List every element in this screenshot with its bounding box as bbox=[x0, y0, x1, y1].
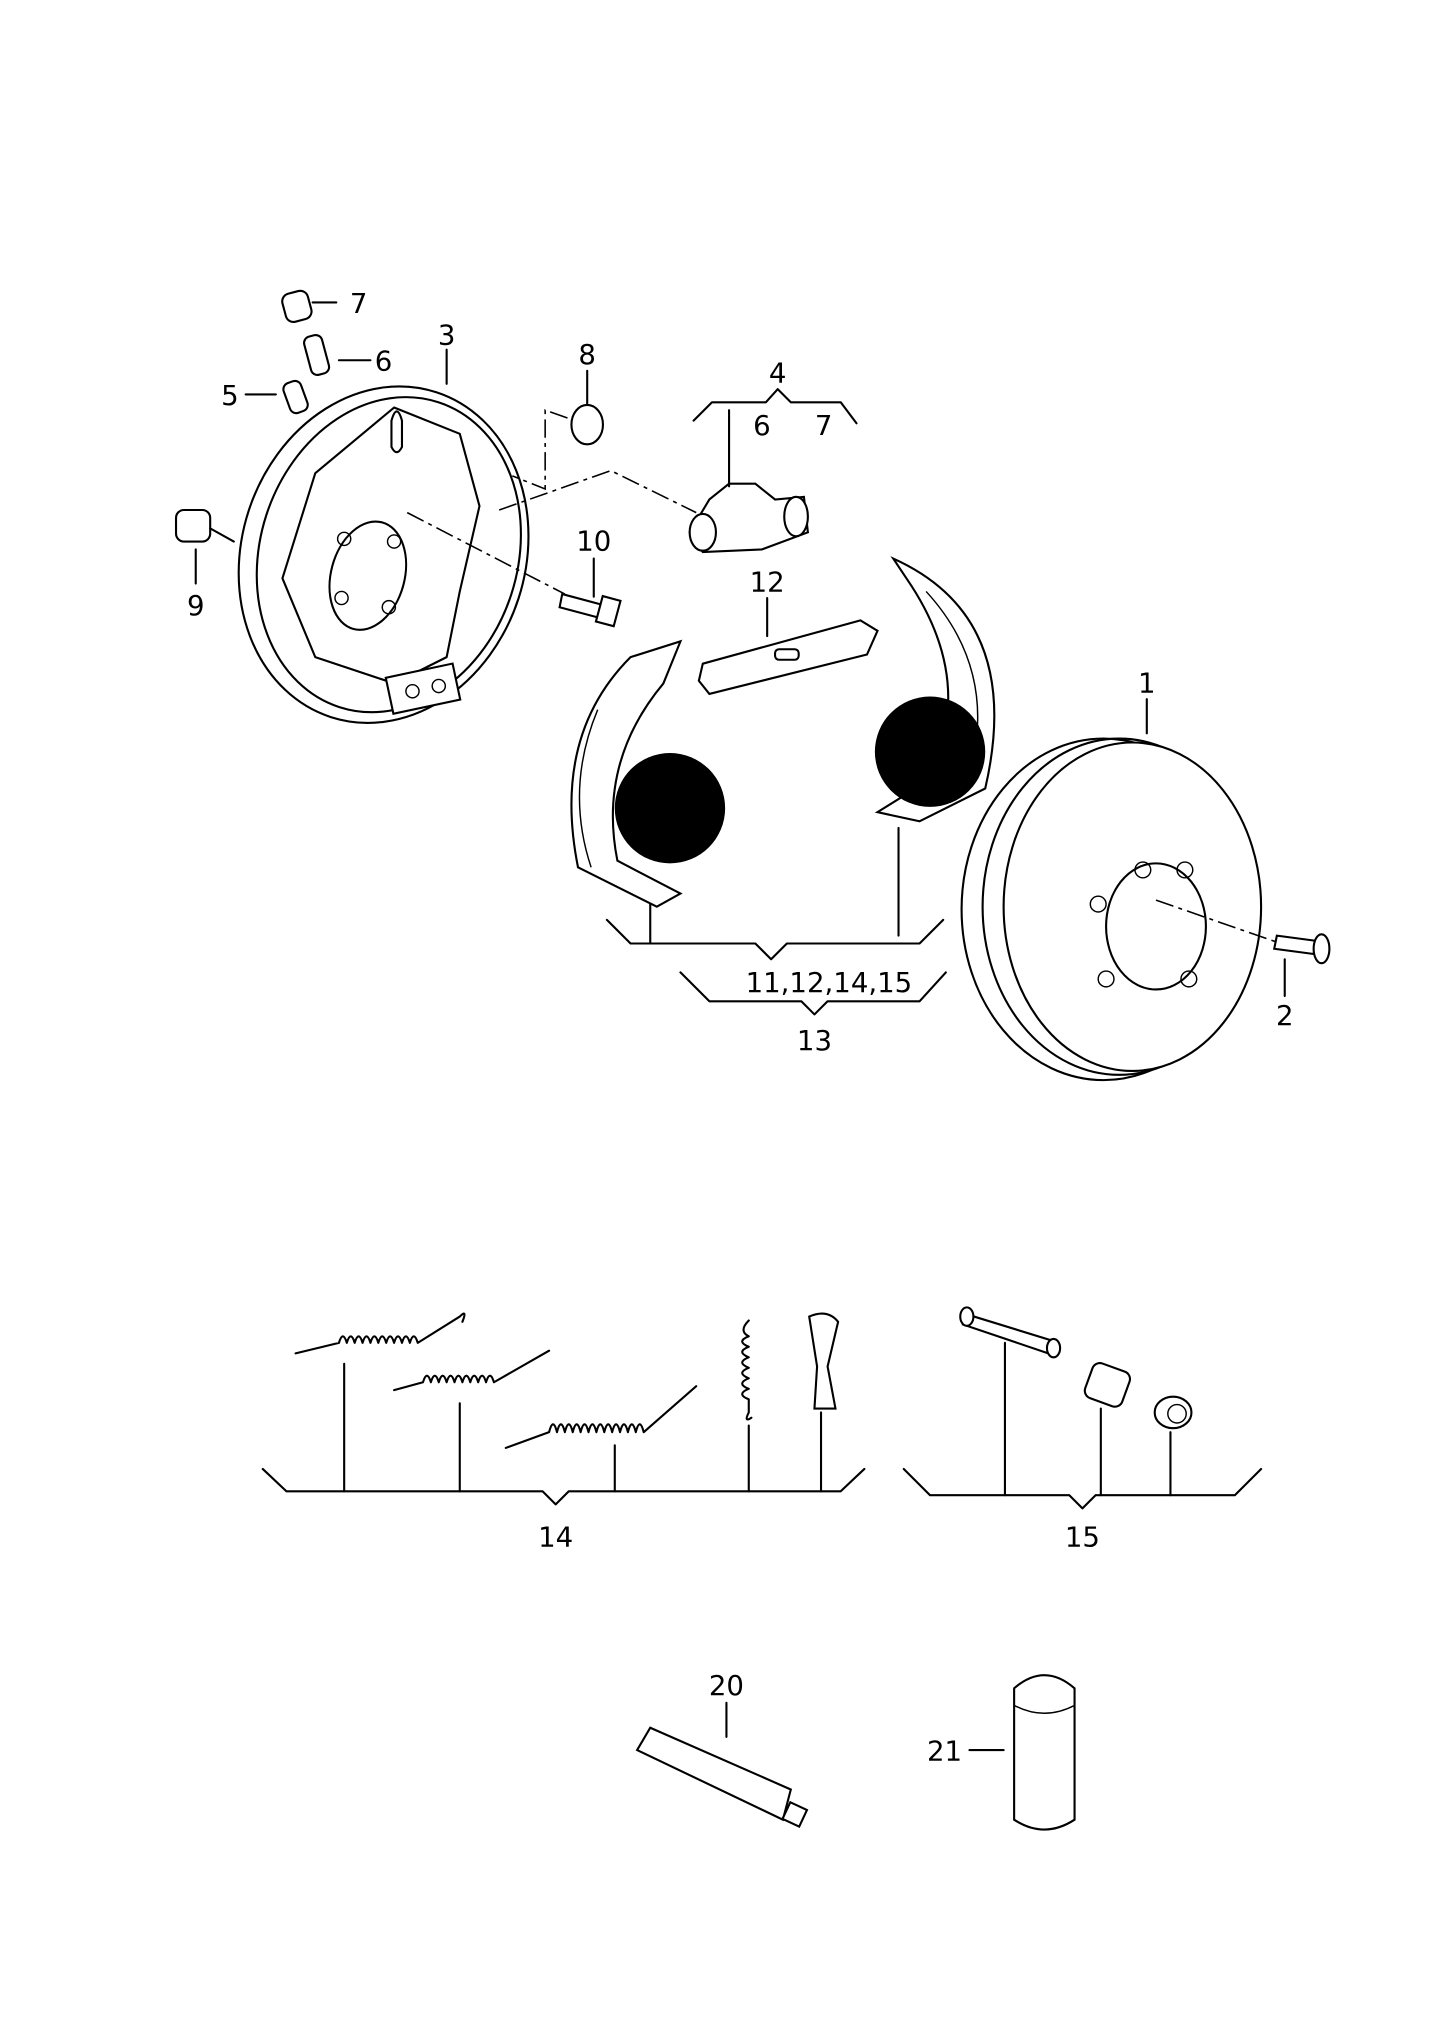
spring-kit-14: 14 bbox=[261, 1312, 866, 1553]
callout-20: 20 bbox=[709, 1669, 744, 1702]
callout-15: 15 bbox=[1065, 1520, 1100, 1553]
callout-8: 8 bbox=[578, 338, 596, 371]
brake-shoe-left bbox=[570, 639, 683, 908]
callout-7: 7 bbox=[350, 287, 368, 320]
callout-1: 1 bbox=[1138, 667, 1156, 700]
callout-shoe-group: 11,12,14,15 bbox=[746, 966, 913, 999]
callout-3: 3 bbox=[438, 318, 456, 351]
bolt-part-10: 10 bbox=[558, 525, 622, 628]
callout-4-sub-6: 6 bbox=[753, 409, 771, 442]
bleeder-cap-part: 7 bbox=[281, 287, 368, 324]
callout-4: 4 bbox=[769, 357, 787, 390]
assembly-line bbox=[498, 469, 697, 514]
brake-drum: 1 bbox=[960, 667, 1282, 1082]
bleeder-valve-part: 6 bbox=[303, 333, 393, 378]
callout-14: 14 bbox=[538, 1520, 573, 1553]
assembly-line bbox=[406, 511, 566, 595]
adjuster-bar: 12 bbox=[697, 565, 879, 696]
callout-4-sub-7: 7 bbox=[815, 409, 833, 442]
callout-12: 12 bbox=[750, 565, 785, 598]
wheel-cylinder: 4 6 7 bbox=[688, 357, 858, 554]
hardware-kit-15: 15 bbox=[902, 1306, 1263, 1553]
redaction-circle bbox=[614, 753, 726, 864]
callout-13: 13 bbox=[797, 1024, 832, 1057]
callout-9: 9 bbox=[187, 589, 205, 622]
grease-tube: 20 bbox=[635, 1669, 809, 1829]
screw-part: 5 bbox=[221, 379, 309, 415]
callout-10: 10 bbox=[576, 525, 611, 558]
cap-part-8: 8 bbox=[512, 338, 605, 491]
callout-6: 6 bbox=[375, 345, 393, 378]
plug-part-9: 9 bbox=[174, 508, 235, 622]
brake-backing-plate: 3 bbox=[237, 318, 530, 724]
spray-can: 21 bbox=[927, 1674, 1076, 1831]
callout-5: 5 bbox=[221, 379, 239, 412]
redaction-circle bbox=[874, 696, 986, 807]
shoe-group-bracket: 11,12,14,15 13 bbox=[605, 826, 947, 1057]
callout-2: 2 bbox=[1276, 999, 1294, 1032]
screw-part-2: 2 bbox=[1272, 933, 1331, 1032]
callout-21: 21 bbox=[927, 1735, 962, 1768]
